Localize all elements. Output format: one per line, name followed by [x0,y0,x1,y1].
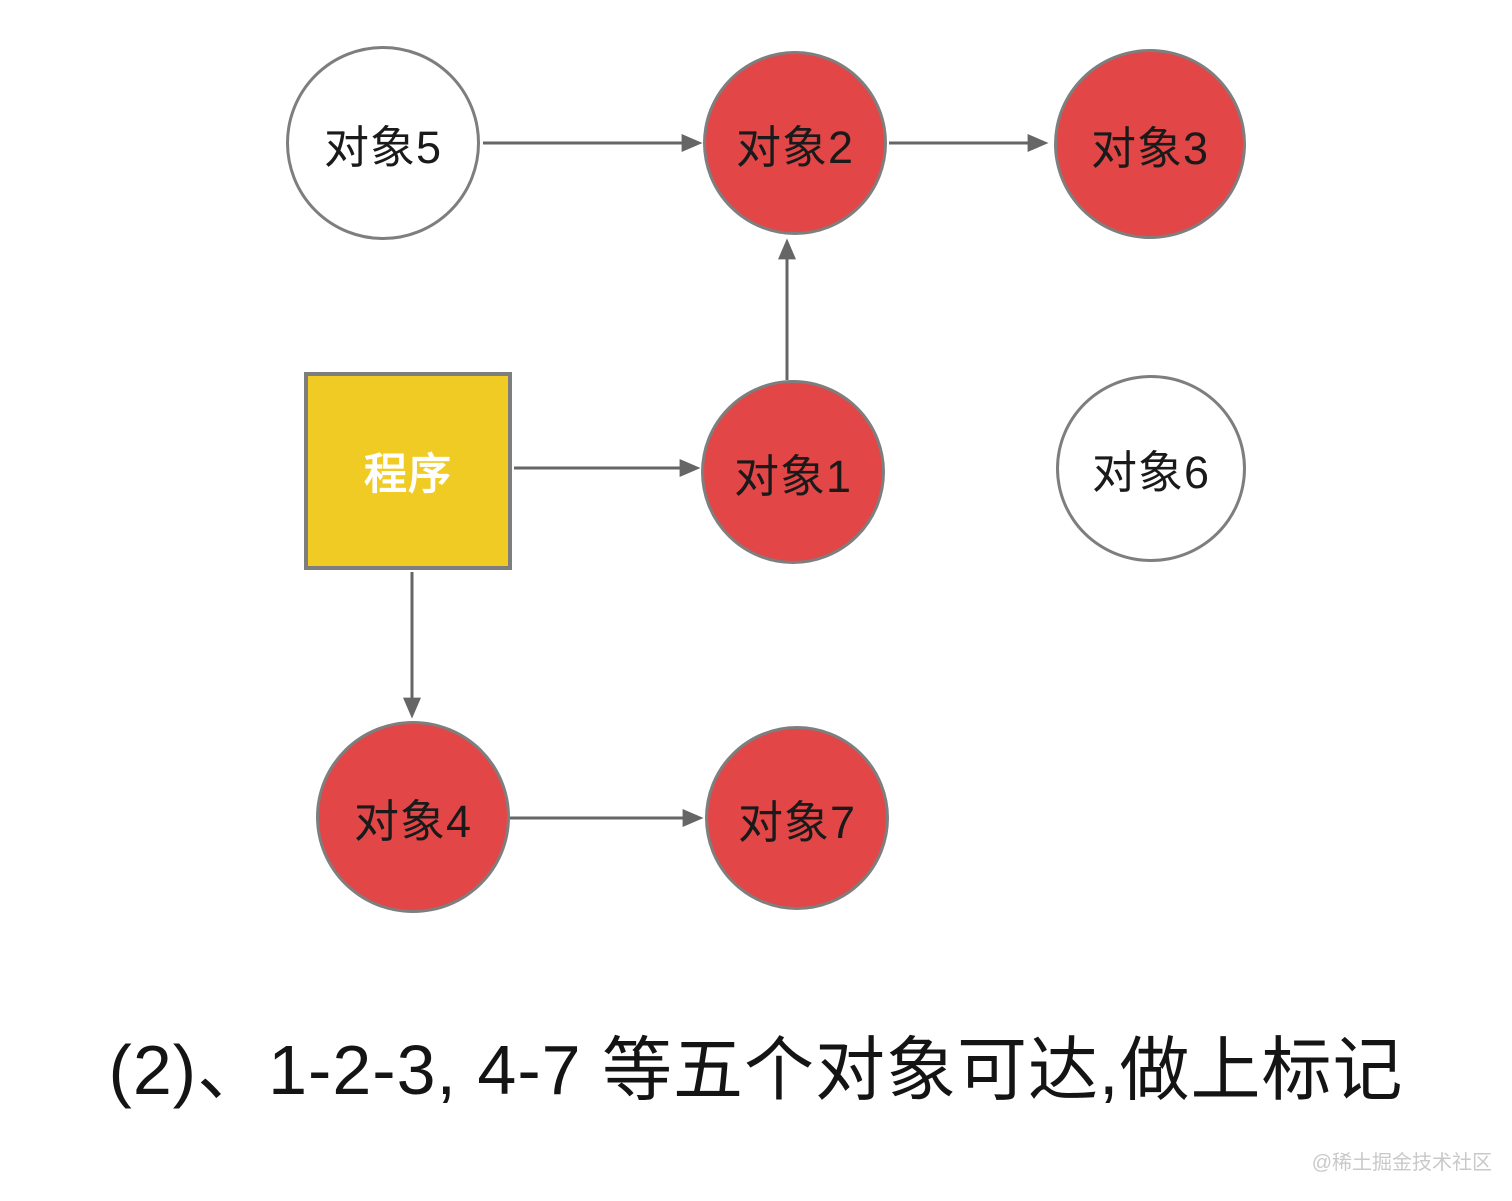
node-program-label: 程序 [364,451,452,499]
node-object1-label: 对象1 [733,450,853,502]
node-object1: 对象1 [701,380,885,564]
node-object5: 对象5 [286,46,480,240]
node-object7-label: 对象7 [737,796,857,848]
node-object7: 对象7 [705,726,889,910]
node-object4-label: 对象4 [353,795,473,847]
node-object3: 对象3 [1054,49,1246,239]
node-object3-label: 对象3 [1090,122,1210,174]
watermark: @稀土掘金技术社区 [1311,1152,1492,1174]
node-object6: 对象6 [1056,375,1246,562]
node-object4: 对象4 [316,721,510,913]
caption: (2)、1-2-3, 4-7 等五个对象可达,做上标记 [108,1031,1404,1109]
node-object6-label: 对象6 [1091,447,1211,498]
node-object2: 对象2 [703,51,887,235]
node-program: 程序 [304,372,512,570]
node-object5-label: 对象5 [323,121,443,173]
node-object2-label: 对象2 [735,121,855,173]
